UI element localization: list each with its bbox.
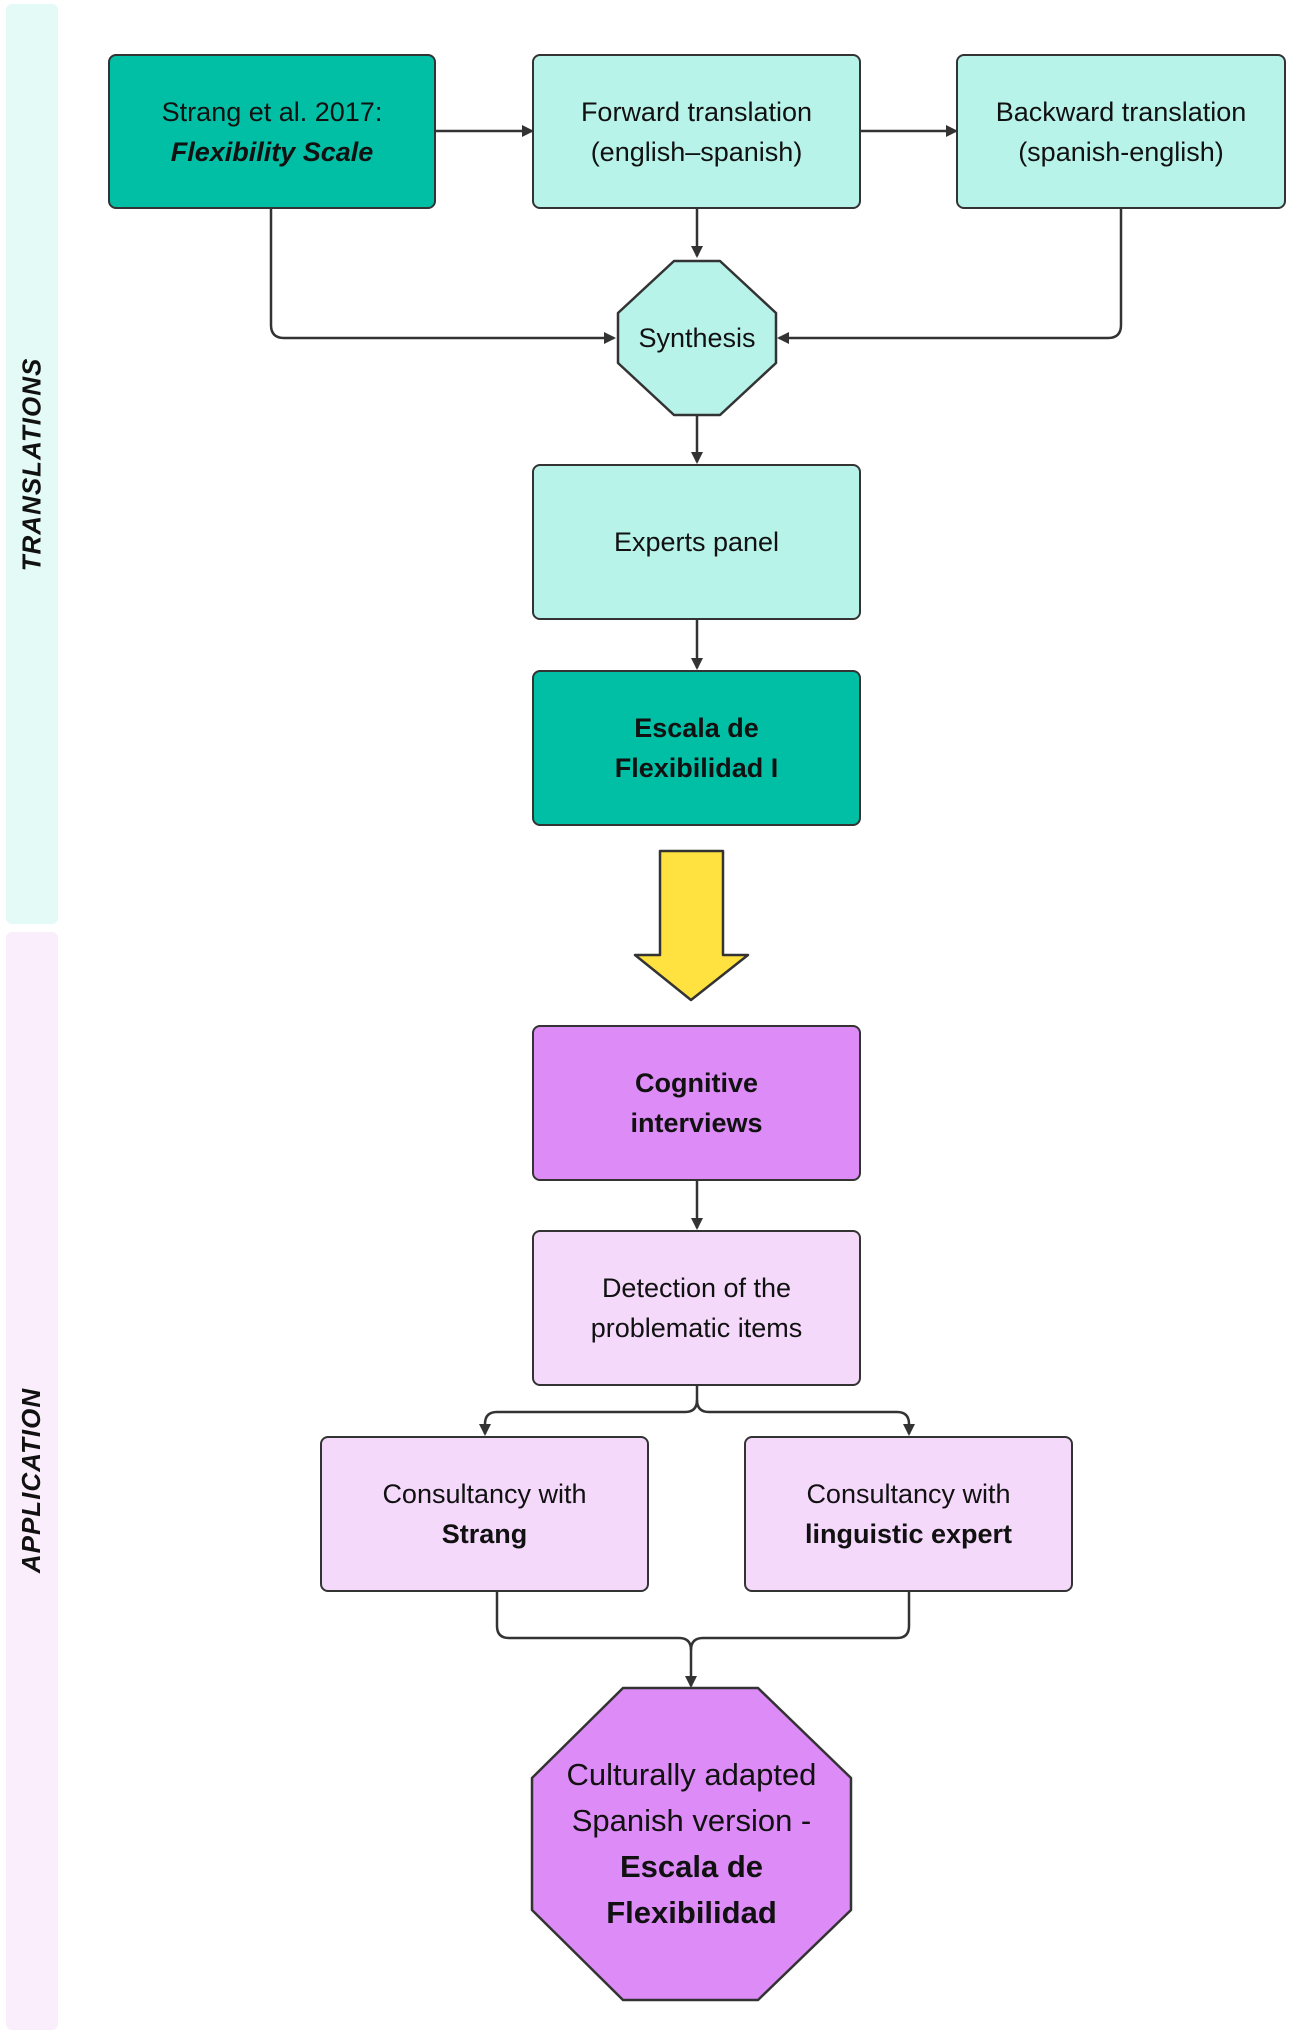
backward-translation-node: Backward translation (spanish-english): [956, 54, 1286, 209]
consult-strang-line1: Consultancy with: [382, 1479, 587, 1509]
consult-strang-line2: Strang: [441, 1519, 528, 1549]
cognitive-line2: interviews: [630, 1108, 763, 1138]
backward-line2: (spanish-english): [1018, 136, 1224, 167]
arrow-source-to-synthesis: [269, 209, 616, 344]
arrow-strang-to-final: [495, 1592, 697, 1688]
consultancy-strang-node: Consultancy with Strang: [320, 1436, 649, 1592]
arrow-backward-to-synthesis: [777, 209, 1123, 344]
synthesis-label: Synthesis: [638, 322, 756, 353]
experts-panel-node: Experts panel: [532, 464, 861, 620]
escala-flexibilidad-1-node: Escala de Flexibilidad I: [532, 670, 861, 826]
yellow-transition-arrow: [633, 849, 750, 1002]
detection-line1: Detection of the: [601, 1273, 792, 1303]
backward-line1: Backward translation: [995, 96, 1247, 127]
escala1-line1: Escala de: [634, 713, 759, 743]
detection-line2: problematic items: [590, 1313, 803, 1343]
forward-line1: Forward translation: [580, 96, 813, 127]
translations-band: [6, 4, 58, 924]
final-version-label: Culturally adapted Spanish version - Esc…: [532, 1688, 851, 2000]
experts-label: Experts panel: [613, 527, 780, 557]
final-version-node: [530, 1686, 853, 2002]
forward-translation-node: Forward translation (english–spanish): [532, 54, 861, 209]
final-line1: Culturally adapted: [566, 1757, 817, 1792]
application-band: [6, 932, 58, 2030]
escala1-line2: Flexibilidad I: [614, 753, 779, 783]
cognitive-interviews-node: Cognitive interviews: [532, 1025, 861, 1181]
forward-line2: (english–spanish): [590, 136, 803, 167]
consultancy-linguistic-node: Consultancy with linguistic expert: [744, 1436, 1073, 1592]
final-line3: Escala de: [619, 1849, 764, 1884]
consult-ling-line2: linguistic expert: [804, 1519, 1013, 1549]
arrow-detection-to-linguistic: [695, 1399, 915, 1436]
source-scale-node: Strang et al. 2017: Flexibility Scale: [108, 54, 436, 209]
source-line2: Flexibility Scale: [170, 136, 374, 167]
final-line2: Spanish version -: [571, 1803, 812, 1838]
source-line1: Strang et al. 2017:: [161, 96, 383, 127]
arrow-detection-to-strang: [479, 1386, 699, 1436]
final-line4: Flexibilidad: [606, 1895, 777, 1930]
synthesis-node: [616, 259, 778, 417]
detection-problematic-items-node: Detection of the problematic items: [532, 1230, 861, 1386]
consult-ling-line1: Consultancy with: [806, 1479, 1011, 1509]
cognitive-line1: Cognitive: [634, 1068, 758, 1098]
arrow-linguistic-to-final: [689, 1592, 911, 1651]
